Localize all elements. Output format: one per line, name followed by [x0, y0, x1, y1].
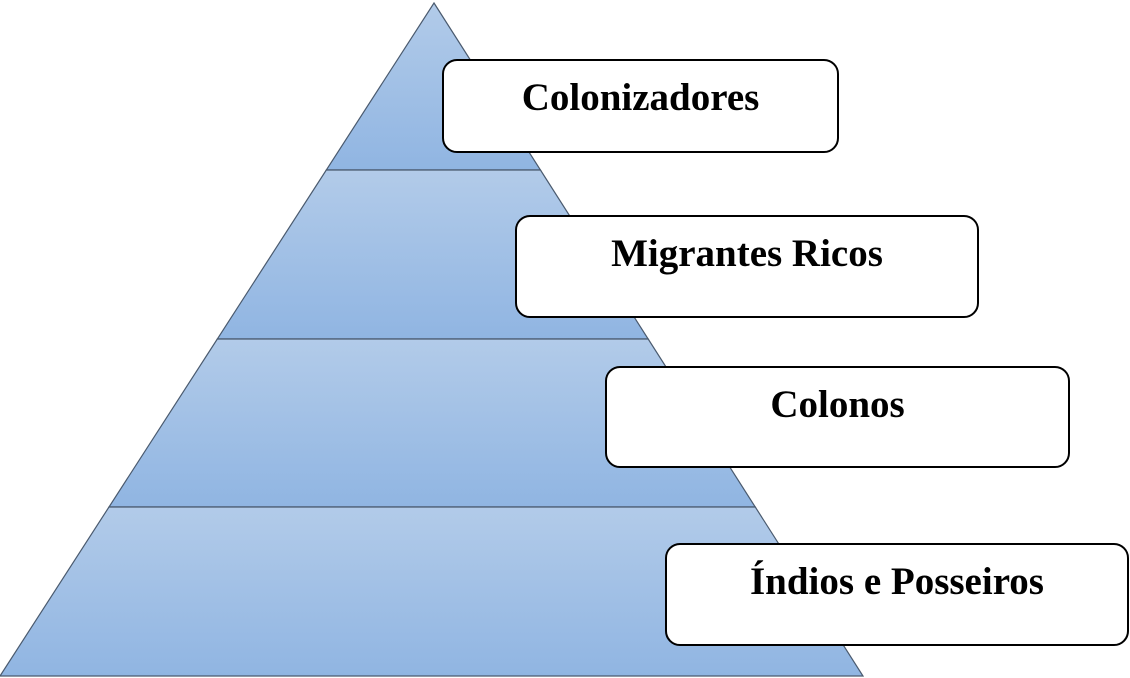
level-label: Índios e Posseiros	[750, 560, 1044, 603]
level-label: Migrantes Ricos	[611, 232, 883, 275]
level-label: Colonos	[770, 383, 905, 426]
level-box-indios-posseiros: Índios e Posseiros	[665, 543, 1129, 646]
level-box-colonizadores: Colonizadores	[442, 59, 839, 153]
pyramid-band-4	[0, 506, 865, 677]
level-box-colonos: Colonos	[605, 366, 1070, 468]
level-label: Colonizadores	[521, 76, 760, 119]
level-box-migrantes-ricos: Migrantes Ricos	[515, 215, 979, 318]
